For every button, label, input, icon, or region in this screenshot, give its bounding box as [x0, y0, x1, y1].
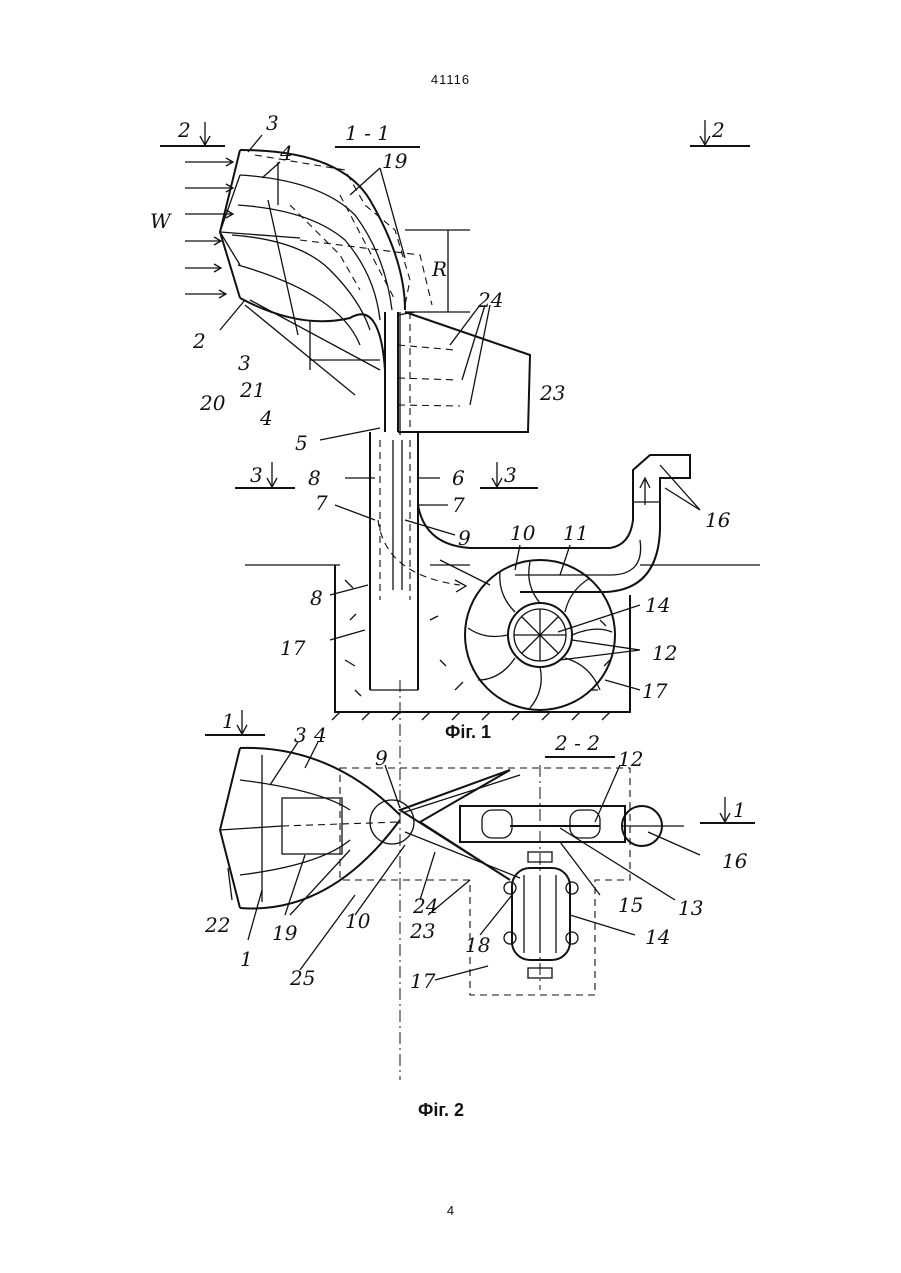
- callout-2-19: 19: [272, 921, 298, 945]
- callout-10: 10: [510, 521, 536, 545]
- page-number: 4: [0, 1203, 901, 1218]
- callout-19: 19: [382, 149, 408, 173]
- vertical-air-duct: [385, 312, 530, 435]
- callout-7: 7: [315, 491, 328, 515]
- section-mark-2-left: 2: [177, 118, 191, 142]
- callout-2-15: 15: [618, 893, 643, 917]
- callout-3b: 3: [238, 351, 251, 375]
- callout-8b: 8: [310, 586, 323, 610]
- callout-2-23: 23: [409, 919, 435, 943]
- callout-2-14: 14: [645, 925, 670, 949]
- section-label-2-2: 2 - 2: [554, 731, 600, 755]
- section-mark-3-right: 3: [504, 463, 517, 487]
- callout-2-22: 22: [204, 913, 230, 937]
- generator-plan: [504, 852, 578, 978]
- callout-5: 5: [295, 431, 308, 455]
- callout-4: 4: [279, 141, 293, 165]
- section-mark-1-right: 1: [733, 798, 746, 822]
- figure-2-caption: Фіг. 2: [418, 1100, 464, 1121]
- callout-16: 16: [705, 508, 731, 532]
- callout-2-1: 1: [240, 947, 253, 971]
- callout-21: 21: [239, 378, 265, 402]
- section-mark-1-left: 1: [222, 709, 235, 733]
- section-label-1-1: 1 - 1: [345, 121, 390, 145]
- callout-2-18: 18: [465, 933, 490, 957]
- callout-leaders-fig1: [220, 135, 700, 690]
- callout-6: 6: [452, 466, 465, 490]
- callout-2-13: 13: [678, 896, 703, 920]
- callout-3: 3: [266, 111, 279, 135]
- callout-7b: 7: [452, 493, 465, 517]
- callout-2: 2: [192, 329, 206, 353]
- figure-1-caption: Фіг. 1: [445, 722, 491, 743]
- section-mark-2-right: 2: [711, 118, 725, 142]
- turbine-wheel: [465, 560, 615, 710]
- intake-funnel-plan: [220, 748, 520, 909]
- callout-23: 23: [539, 381, 565, 405]
- turbine-channel-plan: [460, 765, 684, 990]
- callout-leaders-fig2: [228, 742, 700, 980]
- dimension-label-r: R: [431, 257, 447, 281]
- callout-2-9: 9: [375, 746, 388, 770]
- callout-2-17: 17: [410, 969, 436, 993]
- callout-2-12: 12: [618, 747, 643, 771]
- callout-9: 9: [458, 526, 471, 550]
- callout-14: 14: [645, 593, 670, 617]
- callout-2-4: 4: [313, 723, 327, 747]
- callout-11: 11: [563, 521, 588, 545]
- callout-4b: 4: [259, 406, 273, 430]
- callout-2-10: 10: [345, 909, 371, 933]
- section-mark-3-left: 3: [250, 463, 263, 487]
- telescopic-tube: [370, 432, 418, 690]
- callout-2-16: 16: [722, 849, 748, 873]
- callout-12: 12: [652, 641, 677, 665]
- callout-20: 20: [199, 391, 226, 415]
- callout-2-25: 25: [289, 966, 315, 990]
- wind-arrows: [185, 158, 233, 298]
- callout-17: 17: [280, 636, 306, 660]
- callout-24: 24: [477, 288, 503, 312]
- callout-2-3: 3: [294, 723, 307, 747]
- figure-1-drawing: 2 2 1 - 1 W: [150, 111, 760, 720]
- callout-8: 8: [308, 466, 321, 490]
- callout-2-24: 24: [412, 894, 438, 918]
- wind-label: W: [150, 209, 172, 233]
- callout-17b: 17: [642, 679, 668, 703]
